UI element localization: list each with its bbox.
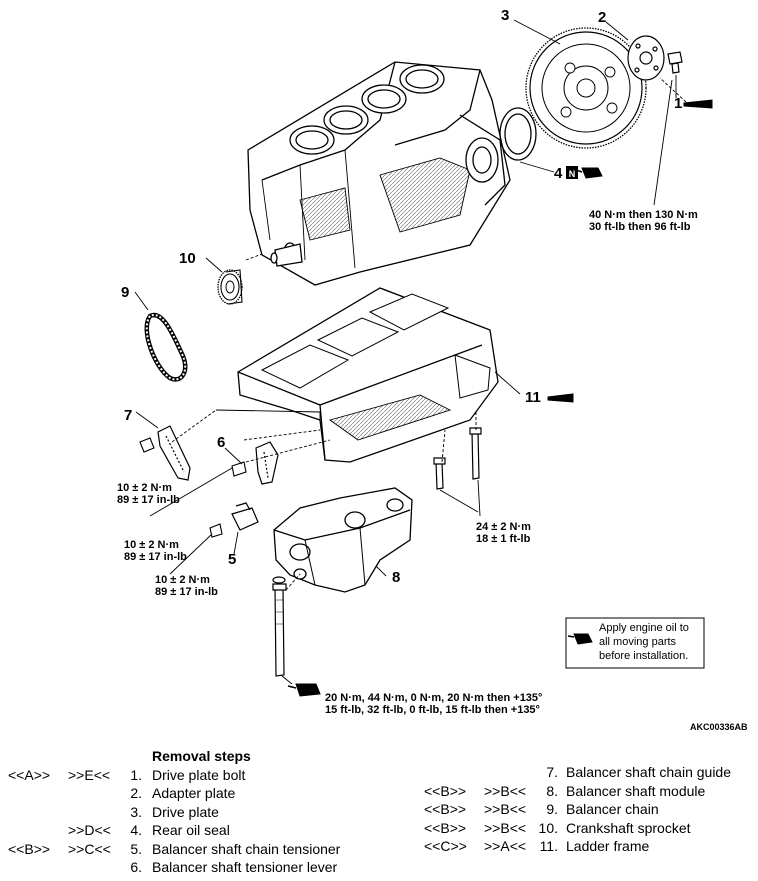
label-1: 1 [674, 95, 682, 112]
chain-guide [157, 425, 191, 481]
step-removal-code: <<B>> [424, 820, 467, 836]
svg-text:N: N [569, 169, 576, 179]
label-7: 7 [124, 407, 132, 424]
crankshaft-sprocket [217, 269, 243, 305]
step-number: 1. [130, 767, 142, 783]
tensioner-bolt [209, 523, 223, 538]
label-11: 11 [525, 389, 541, 406]
torque-8-metric: 20 N·m, 44 N·m, 0 N·m, 20 N·m then +135° [325, 692, 542, 704]
oil-can-icon [567, 633, 593, 645]
leader-lines [134, 19, 687, 685]
step-number: 5. [130, 841, 142, 857]
step-removal-code: <<A>> [8, 767, 51, 783]
step-removal-code: <<C>> [424, 838, 467, 854]
step-removal-code: <<B>> [424, 783, 467, 799]
step-install-code: >>C<< [68, 841, 111, 857]
step-install-code: >>E<< [68, 767, 111, 783]
torque-5-metric: 10 ± 2 N·m [155, 574, 210, 586]
step-name: Balancer shaft tensioner lever [152, 859, 338, 875]
oil-can-icon [287, 683, 321, 697]
oil-note-line-3: before installation. [599, 650, 688, 662]
step-number: 10. [538, 820, 558, 836]
torque-1-imperial: 30 ft-lb then 96 ft-lb [589, 221, 691, 233]
torque-11-imperial: 18 ± 1 ft-lb [476, 533, 531, 545]
label-2: 2 [598, 9, 606, 26]
ladder-frame [237, 287, 499, 463]
step-install-code: >>B<< [484, 820, 527, 836]
figure-code: AKC00336AB [690, 722, 748, 732]
torque-5-imperial: 89 ± 17 in-lb [155, 586, 218, 598]
torque-7-metric: 10 ± 2 N·m [117, 482, 172, 494]
torque-8-imperial: 15 ft-lb, 32 ft-lb, 0 ft-lb, 15 ft-lb th… [325, 704, 540, 716]
step-name: Drive plate bolt [152, 767, 246, 783]
removal-steps-title: Removal steps [152, 748, 251, 764]
step-number: 8. [546, 783, 558, 799]
exploded-diagram: N 3 2 1 4 10 9 11 7 6 5 8 40 N·m then 13… [117, 7, 748, 732]
step-name: Crankshaft sprocket [566, 820, 691, 836]
torque-6-imperial: 89 ± 17 in-lb [124, 551, 187, 563]
rear-oil-seal [499, 107, 537, 161]
guide-bolt [139, 437, 155, 453]
step-number: 11. [539, 838, 558, 854]
step-number: 3. [130, 804, 142, 820]
label-4: 4 [554, 165, 563, 182]
label-9: 9 [121, 284, 129, 301]
balancer-chain [144, 312, 188, 382]
step-number: 4. [130, 822, 142, 838]
torque-11-metric: 24 ± 2 N·m [476, 521, 531, 533]
step-number: 7. [546, 764, 558, 780]
label-3: 3 [501, 7, 509, 24]
oil-note-box: Apply engine oil to all moving parts bef… [565, 617, 705, 669]
oil-can-icon [575, 167, 603, 179]
oil-note-line-2: all moving parts [599, 636, 677, 648]
balancer-module-bolt [272, 583, 287, 677]
step-name: Balancer shaft chain tensioner [152, 841, 341, 857]
label-6: 6 [217, 434, 225, 451]
step-install-code: >>B<< [484, 801, 527, 817]
torque-1-metric: 40 N·m then 130 N·m [589, 209, 698, 221]
tensioner-lever [255, 441, 279, 485]
bolt-symbol-11 [547, 393, 574, 403]
step-name: Rear oil seal [152, 822, 230, 838]
torque-6-metric: 10 ± 2 N·m [124, 539, 179, 551]
step-name: Balancer shaft module [566, 783, 706, 799]
step-number: 6. [130, 859, 142, 875]
engine-block [247, 61, 511, 286]
oil-note-line-1: Apply engine oil to [599, 622, 689, 634]
step-number: 2. [130, 785, 142, 801]
drive-plate-bolt [667, 51, 683, 74]
step-install-code: >>B<< [484, 783, 527, 799]
label-5: 5 [228, 551, 236, 568]
step-install-code: >>A<< [484, 838, 527, 854]
bolt-symbol-1 [683, 99, 713, 109]
drive-plate [525, 27, 647, 149]
step-name: Ladder frame [566, 838, 650, 854]
step-name: Balancer shaft chain guide [566, 764, 731, 780]
label-8: 8 [392, 569, 400, 586]
balancer-shaft-module [273, 487, 413, 593]
removal-steps: Removal steps <<A>> >>E<< 1. Drive plate… [0, 746, 758, 881]
step-install-code: >>D<< [68, 822, 111, 838]
step-removal-code: <<B>> [424, 801, 467, 817]
step-name: Balancer chain [566, 801, 659, 817]
lever-bolt [231, 461, 247, 477]
new-part-symbol: N [566, 166, 578, 179]
step-removal-code: <<B>> [8, 841, 51, 857]
washer [272, 576, 286, 584]
torque-7-imperial: 89 ± 17 in-lb [117, 494, 180, 506]
ladder-frame-bolts [433, 427, 482, 490]
step-number: 9. [546, 801, 558, 817]
chain-tensioner [231, 502, 259, 531]
adapter-plate [627, 35, 665, 81]
label-10: 10 [179, 250, 196, 267]
step-name: Adapter plate [152, 785, 236, 801]
step-name: Drive plate [152, 804, 219, 820]
cylinder-bores [289, 64, 445, 155]
